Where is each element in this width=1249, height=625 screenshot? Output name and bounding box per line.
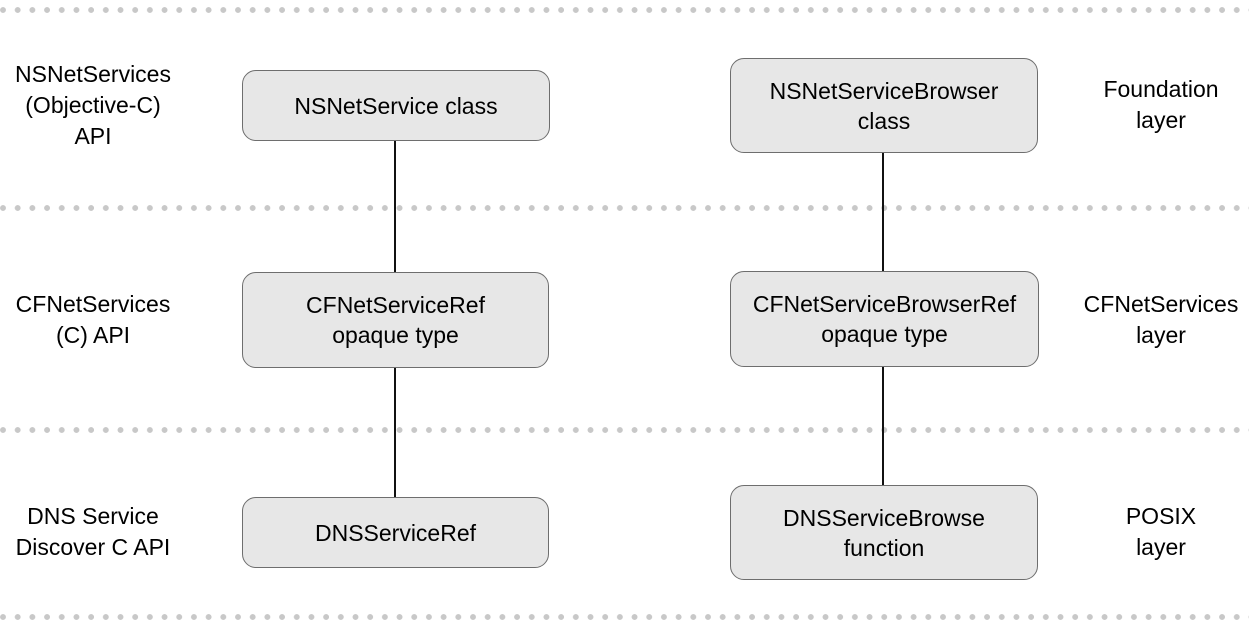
connector-nsnetservicebrowser-to-cfnetservicebrowserref xyxy=(882,152,884,273)
label-line: Discover C API xyxy=(15,534,171,560)
node-label-line: function xyxy=(843,534,925,561)
node-cfnetservicebrowserref: CFNetServiceBrowserRef opaque type xyxy=(730,271,1039,367)
node-label-line: CFNetServiceRef xyxy=(306,292,485,318)
label-line: layer xyxy=(1136,534,1186,560)
node-label-line: class xyxy=(857,107,911,134)
dotted-separator-top xyxy=(0,7,1249,13)
dotted-separator-cfnet-posix xyxy=(0,427,1249,433)
connector-cfnetservicebrowserref-to-dnsservicebrowse xyxy=(882,366,884,487)
label-line: NSNetServices xyxy=(15,61,171,87)
label-line: (C) API xyxy=(55,322,131,348)
node-dnsservicebrowse-function: DNSServiceBrowse function xyxy=(730,485,1038,580)
node-label-line: NSNetServiceBrowser xyxy=(769,77,999,104)
label-line: POSIX xyxy=(1125,503,1197,529)
node-nsnetservice-class: NSNetService class xyxy=(242,70,550,141)
label-line: API xyxy=(74,123,112,149)
dotted-separator-bottom xyxy=(0,614,1249,620)
node-label-line: opaque type xyxy=(332,322,459,348)
label-dns-service-discover-c-api: DNS Service Discover C API xyxy=(0,501,186,563)
node-dnsserviceref: DNSServiceRef xyxy=(242,497,549,568)
node-label-line: NSNetService class xyxy=(294,92,498,119)
node-label-line: DNSServiceBrowse xyxy=(783,504,985,531)
label-line: layer xyxy=(1136,322,1186,348)
node-label-line: DNSServiceRef xyxy=(314,519,477,546)
node-label-line: CFNetServiceBrowserRef xyxy=(752,291,1017,317)
label-cfnetservices-layer: CFNetServices layer xyxy=(1066,289,1249,351)
connector-nsnetservice-to-cfnetserviceref xyxy=(394,140,396,274)
node-nsnetservicebrowser-class: NSNetServiceBrowser class xyxy=(730,58,1038,153)
label-line: layer xyxy=(1136,107,1186,133)
label-foundation-layer: Foundation layer xyxy=(1066,74,1249,136)
label-line: DNS Service xyxy=(27,503,159,529)
connector-cfnetserviceref-to-dnsserviceref xyxy=(394,367,396,499)
dotted-separator-foundation-cfnet xyxy=(0,205,1249,211)
label-posix-layer: POSIX layer xyxy=(1066,501,1249,563)
label-line: (Objective-C) xyxy=(25,92,161,118)
label-line: CFNetServices xyxy=(15,291,171,317)
node-label-line: opaque type xyxy=(821,321,948,347)
label-line: CFNetServices xyxy=(1083,291,1239,317)
label-nsnetservices-objc-api: NSNetServices (Objective-C) API xyxy=(0,59,186,152)
node-cfnetserviceref: CFNetServiceRef opaque type xyxy=(242,272,549,368)
label-cfnetservices-c-api: CFNetServices (C) API xyxy=(0,289,186,351)
label-line: Foundation xyxy=(1103,76,1219,102)
